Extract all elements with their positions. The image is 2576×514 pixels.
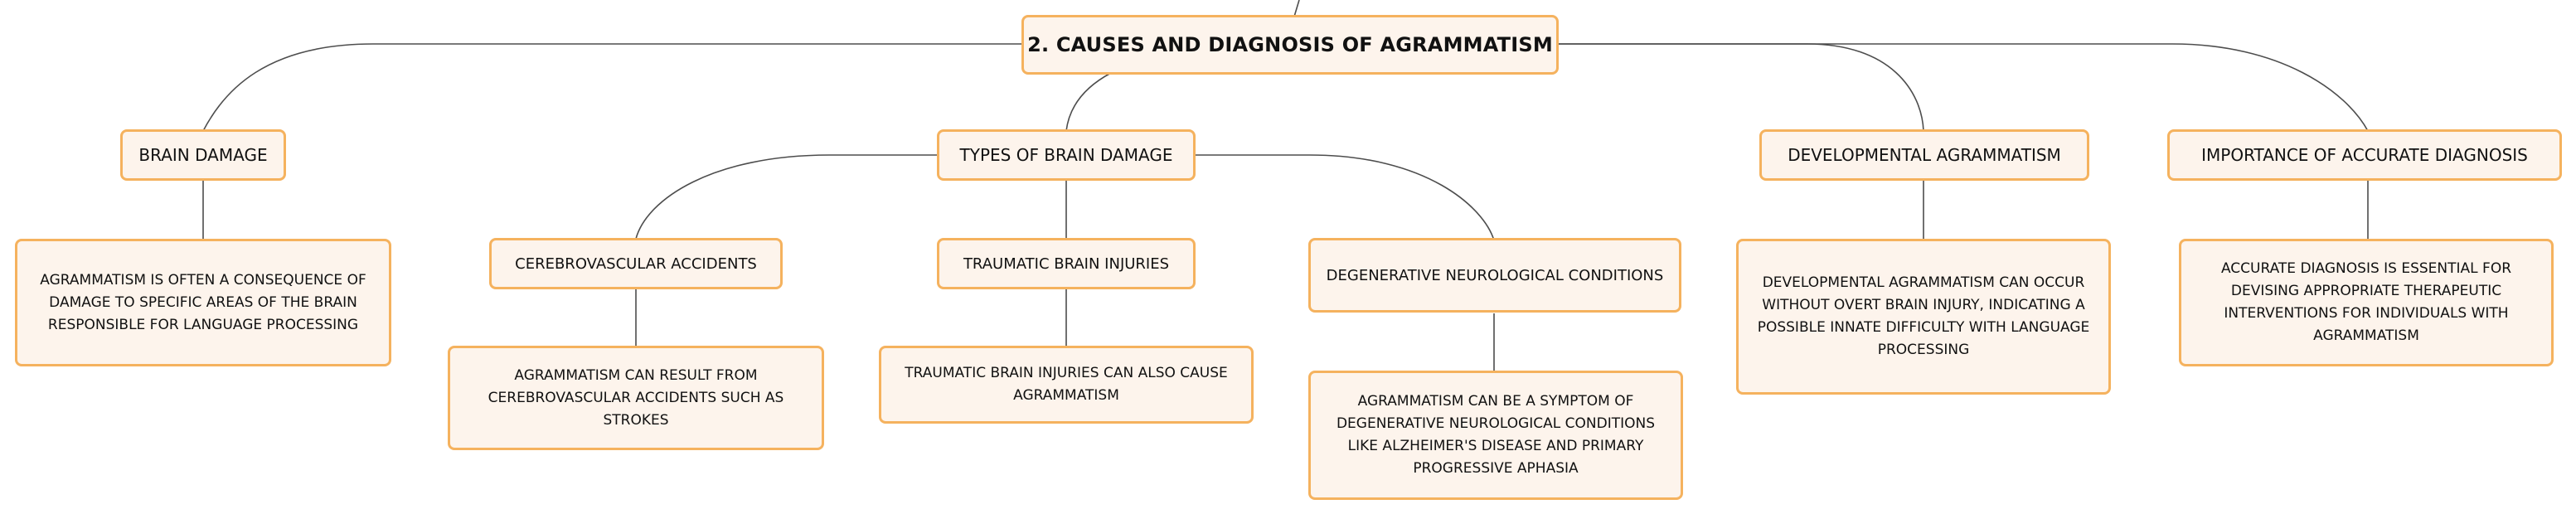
topic-types-of-brain-damage[interactable]: TYPES OF BRAIN DAMAGE — [937, 129, 1196, 181]
detail-degenerative-neurological-conditions-text: AGRAMMATISM CAN BE A SYMPTOM OF DEGENERA… — [1336, 393, 1656, 477]
connector-parent-to-root — [1293, 0, 1300, 17]
subtopic-cerebrovascular-accidents[interactable]: CEREBROVASCULAR ACCIDENTS — [489, 238, 783, 289]
connector-types-to-degenerative — [1196, 154, 1495, 241]
detail-traumatic-brain-injuries-text: TRAUMATIC BRAIN INJURIES CAN ALSO CAUSE … — [905, 365, 1228, 404]
topic-brain-damage-label: BRAIN DAMAGE — [138, 145, 268, 165]
detail-degenerative-neurological-conditions[interactable]: AGRAMMATISM CAN BE A SYMPTOM OF DEGENERA… — [1308, 371, 1683, 500]
detail-traumatic-brain-injuries[interactable]: TRAUMATIC BRAIN INJURIES CAN ALSO CAUSE … — [879, 346, 1254, 424]
subtopic-degenerative-neurological-conditions-label: DEGENERATIVE NEUROLOGICAL CONDITIONS — [1326, 266, 1664, 284]
root-node-label: 2. CAUSES AND DIAGNOSIS OF AGRAMMATISM — [1027, 33, 1553, 56]
connector-types-to-cerebrovascular — [635, 154, 937, 240]
topic-developmental-agrammatism[interactable]: DEVELOPMENTAL AGRAMMATISM — [1759, 129, 2089, 181]
topic-importance-of-accurate-diagnosis[interactable]: IMPORTANCE OF ACCURATE DIAGNOSIS — [2167, 129, 2562, 181]
topic-brain-damage[interactable]: BRAIN DAMAGE — [120, 129, 286, 181]
detail-importance-of-accurate-diagnosis[interactable]: ACCURATE DIAGNOSIS IS ESSENTIAL FOR DEVI… — [2179, 239, 2554, 366]
detail-cerebrovascular-accidents[interactable]: AGRAMMATISM CAN RESULT FROM CEREBROVASCU… — [448, 346, 824, 450]
topic-types-of-brain-damage-label: TYPES OF BRAIN DAMAGE — [959, 145, 1173, 165]
detail-cerebrovascular-accidents-text: AGRAMMATISM CAN RESULT FROM CEREBROVASCU… — [488, 366, 784, 429]
detail-importance-of-accurate-diagnosis-text: ACCURATE DIAGNOSIS IS ESSENTIAL FOR DEVI… — [2220, 260, 2512, 344]
connector-root-to-types-of-brain-damage — [1065, 72, 1112, 132]
connector-root-to-developmental — [1555, 43, 1924, 132]
detail-developmental-agrammatism[interactable]: DEVELOPMENTAL AGRAMMATISM CAN OCCUR WITH… — [1736, 239, 2111, 395]
detail-developmental-agrammatism-text: DEVELOPMENTAL AGRAMMATISM CAN OCCUR WITH… — [1757, 274, 2090, 358]
connector-root-to-diagnosis — [1555, 43, 2369, 132]
root-node[interactable]: 2. CAUSES AND DIAGNOSIS OF AGRAMMATISM — [1021, 15, 1559, 75]
subtopic-cerebrovascular-accidents-label: CEREBROVASCULAR ACCIDENTS — [515, 255, 757, 273]
subtopic-degenerative-neurological-conditions[interactable]: DEGENERATIVE NEUROLOGICAL CONDITIONS — [1308, 238, 1681, 313]
topic-importance-of-accurate-diagnosis-label: IMPORTANCE OF ACCURATE DIAGNOSIS — [2201, 145, 2528, 165]
detail-brain-damage-text: AGRAMMATISM IS OFTEN A CONSEQUENCE OF DA… — [40, 271, 366, 333]
detail-brain-damage[interactable]: AGRAMMATISM IS OFTEN A CONSEQUENCE OF DA… — [15, 239, 391, 366]
subtopic-traumatic-brain-injuries[interactable]: TRAUMATIC BRAIN INJURIES — [937, 238, 1196, 289]
topic-developmental-agrammatism-label: DEVELOPMENTAL AGRAMMATISM — [1788, 145, 2061, 165]
connector-root-to-brain-damage — [202, 43, 1026, 132]
subtopic-traumatic-brain-injuries-label: TRAUMATIC BRAIN INJURIES — [963, 255, 1170, 273]
